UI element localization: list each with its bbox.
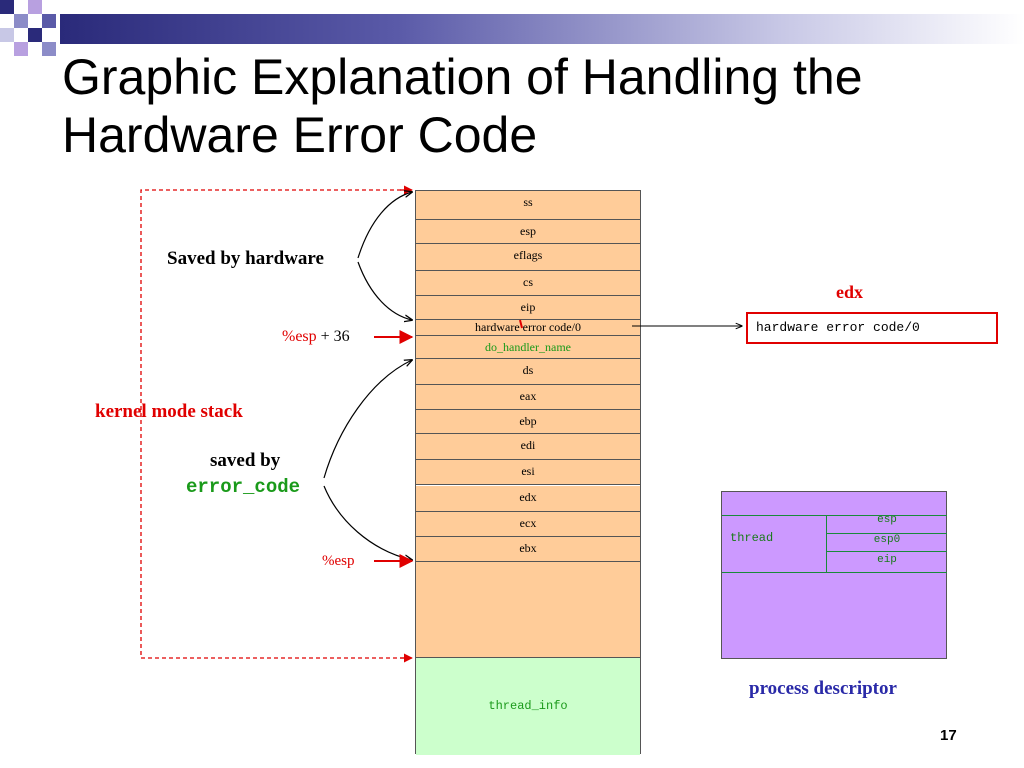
edx-register-value: hardware error code/0 (746, 312, 998, 344)
stack-cell-hardware-error-code: hardware error code/0 (416, 320, 640, 336)
stack-cell-eax: eax (416, 385, 640, 410)
esp-label: %esp (322, 553, 355, 569)
esp-plus-36-label: %esp + 36 (282, 328, 350, 346)
process-descriptor-label: process descriptor (749, 678, 897, 699)
process-descriptor-box: thread esp esp0 eip (721, 491, 947, 659)
hardware-brace-top (357, 192, 412, 259)
stack-cell-ecx: ecx (416, 512, 640, 537)
stack-cell-free-space (416, 562, 640, 658)
stack-cell-eflags: eflags (416, 244, 640, 271)
stack-cell-cs: cs (416, 271, 640, 296)
stack-cell-ds: ds (416, 359, 640, 385)
pd-field-esp0: esp0 (873, 534, 901, 546)
pd-field-eip: eip (877, 554, 897, 566)
page-title: Graphic Explanation of Handling the Hard… (62, 49, 863, 163)
saved-by-hardware-label: Saved by hardware (167, 248, 324, 269)
stack-cell-thread-info: thread_info (416, 658, 640, 755)
error-code-label: error_code (186, 476, 301, 498)
hardware-brace-bottom (357, 261, 412, 320)
saved-by-label: saved by (210, 450, 281, 471)
stack-cell-edi: edi (416, 434, 640, 460)
stack-cell-esp: esp (416, 220, 640, 244)
page-number: 17 (940, 727, 957, 744)
stack-cell-ebp: ebp (416, 410, 640, 434)
stack-cell-do-handler-name: do_handler_name (416, 336, 640, 359)
stack-cell-ss: ss (416, 191, 640, 220)
thread-field-label: thread (730, 531, 774, 545)
error-code-brace-bottom (323, 485, 412, 560)
error-code-brace-top (323, 360, 412, 479)
title-gradient-bar (60, 14, 1024, 44)
stack-cell-ebx: ebx (416, 537, 640, 562)
esp-register-name: %esp (282, 328, 317, 345)
stack-cell-eip: eip (416, 296, 640, 320)
edx-heading: edx (836, 282, 863, 302)
pd-field-esp: esp (877, 514, 897, 526)
stack-cell-esi: esi (416, 460, 640, 485)
esp-offset: + 36 (316, 328, 350, 345)
stack-cell-edx: edx (416, 486, 640, 512)
kernel-mode-stack-label: kernel mode stack (95, 401, 243, 422)
